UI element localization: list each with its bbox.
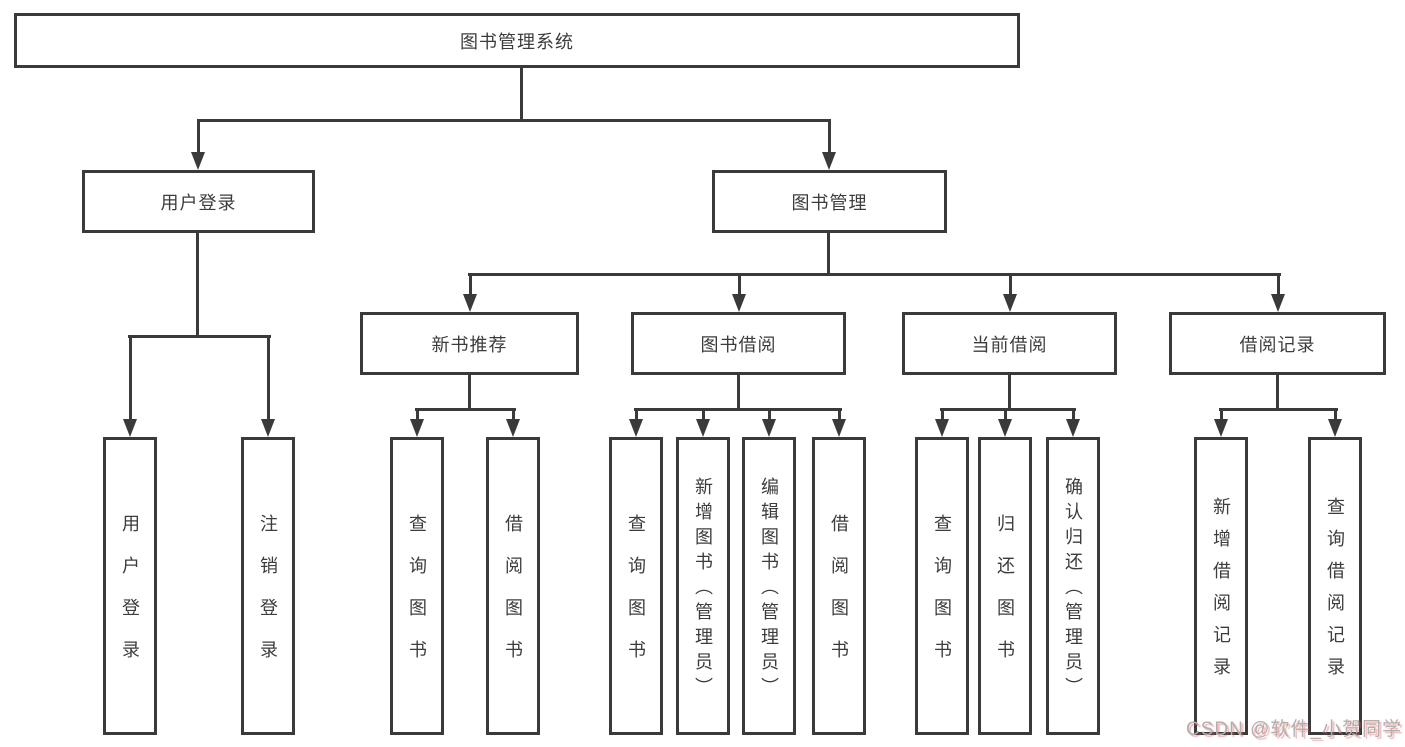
connector-vline [416, 408, 419, 421]
connector-vline [738, 273, 741, 294]
connector-vline [702, 408, 705, 421]
leaf-recommend-query-books: 查询图书 [390, 437, 444, 735]
leaf-records-query-record: 查询借阅记录 [1308, 437, 1362, 735]
node-label: 查询图书 [932, 514, 952, 682]
connector-hline [468, 273, 1281, 276]
connector-vline [520, 68, 523, 119]
leaf-user-login: 用户登录 [103, 437, 157, 735]
connector-vline [635, 408, 638, 421]
node-label: 注销登录 [258, 514, 278, 682]
connector-vline [129, 335, 132, 419]
leaf-borrow-borrow-books: 借阅图书 [812, 437, 866, 735]
node-label: 归还图书 [995, 514, 1015, 682]
connector-vline [827, 233, 830, 273]
connector-vline [1276, 375, 1279, 408]
node-label: 借阅记录 [1239, 334, 1316, 355]
connector-vline [1220, 408, 1223, 421]
connector-arrowhead [696, 419, 710, 437]
connector-arrowhead [506, 419, 520, 437]
node-book-management: 图书管理 [712, 170, 947, 233]
connector-hline [940, 408, 1076, 411]
connector-vline [197, 119, 200, 152]
node-root: 图书管理系统 [14, 13, 1020, 68]
node-label: 图书管理系统 [460, 31, 574, 52]
node-label: 借阅图书 [829, 514, 849, 682]
node-label: 新增借阅记录 [1211, 497, 1231, 689]
node-label: 查询借阅记录 [1325, 497, 1345, 689]
node-label: 新增图书（管理员） [693, 477, 713, 702]
leaf-records-add-record: 新增借阅记录 [1194, 437, 1248, 735]
connector-arrowhead [1271, 294, 1285, 312]
connector-hline [415, 408, 516, 411]
node-label: 新书推荐 [431, 334, 508, 355]
node-label: 用户登录 [160, 192, 237, 213]
leaf-recommend-borrow-books: 借阅图书 [486, 437, 540, 735]
connector-hline [1219, 408, 1338, 411]
connector-arrowhead [832, 419, 846, 437]
connector-vline [828, 119, 831, 152]
node-label: 查询图书 [626, 514, 646, 682]
connector-arrowhead [629, 419, 643, 437]
node-current-borrow: 当前借阅 [902, 312, 1117, 375]
leaf-borrow-edit-books-admin: 编辑图书（管理员） [742, 437, 796, 735]
connector-vline [1008, 375, 1011, 408]
connector-arrowhead [1328, 419, 1342, 437]
node-label: 图书管理 [791, 192, 868, 213]
node-label: 借阅图书 [503, 514, 523, 682]
connector-arrowhead [123, 419, 137, 437]
node-label: 用户登录 [120, 514, 140, 682]
connector-vline [469, 273, 472, 294]
connector-arrowhead [732, 294, 746, 312]
connector-hline [128, 335, 271, 338]
connector-arrowhead [935, 419, 949, 437]
node-book-borrow: 图书借阅 [631, 312, 846, 375]
connector-vline [768, 408, 771, 421]
leaf-current-return-books: 归还图书 [978, 437, 1032, 735]
connector-arrowhead [998, 419, 1012, 437]
connector-arrowhead [762, 419, 776, 437]
node-label: 查询图书 [407, 514, 427, 682]
leaf-borrow-query-books: 查询图书 [609, 437, 663, 735]
connector-arrowhead [822, 152, 836, 170]
connector-vline [512, 408, 515, 421]
connector-arrowhead [191, 152, 205, 170]
connector-vline [196, 233, 199, 335]
node-new-book-recommend: 新书推荐 [360, 312, 579, 375]
connector-arrowhead [1003, 294, 1017, 312]
connector-vline [267, 335, 270, 419]
connector-arrowhead [1214, 419, 1228, 437]
connector-arrowhead [261, 419, 275, 437]
connector-vline [838, 408, 841, 421]
leaf-logout: 注销登录 [241, 437, 295, 735]
connector-vline [941, 408, 944, 421]
connector-arrowhead [463, 294, 477, 312]
node-user-login: 用户登录 [82, 170, 315, 233]
connector-hline [634, 408, 842, 411]
leaf-current-query-books: 查询图书 [915, 437, 969, 735]
connector-vline [737, 375, 740, 408]
node-label: 图书借阅 [700, 334, 777, 355]
node-label: 当前借阅 [971, 334, 1048, 355]
connector-vline [1277, 273, 1280, 294]
csdn-watermark: CSDN @软件_小贺同学 [1186, 719, 1402, 740]
leaf-current-confirm-return-admin: 确认归还（管理员） [1046, 437, 1100, 735]
connector-hline [197, 119, 831, 122]
leaf-borrow-add-books-admin: 新增图书（管理员） [676, 437, 730, 735]
connector-vline [1004, 408, 1007, 421]
node-label: 编辑图书（管理员） [759, 477, 779, 702]
connector-arrowhead [1066, 419, 1080, 437]
node-label: 确认归还（管理员） [1063, 477, 1083, 702]
connector-vline [1009, 273, 1012, 294]
connector-vline [1334, 408, 1337, 421]
connector-vline [1072, 408, 1075, 421]
connector-vline [468, 375, 471, 408]
connector-arrowhead [410, 419, 424, 437]
node-borrow-records: 借阅记录 [1169, 312, 1386, 375]
